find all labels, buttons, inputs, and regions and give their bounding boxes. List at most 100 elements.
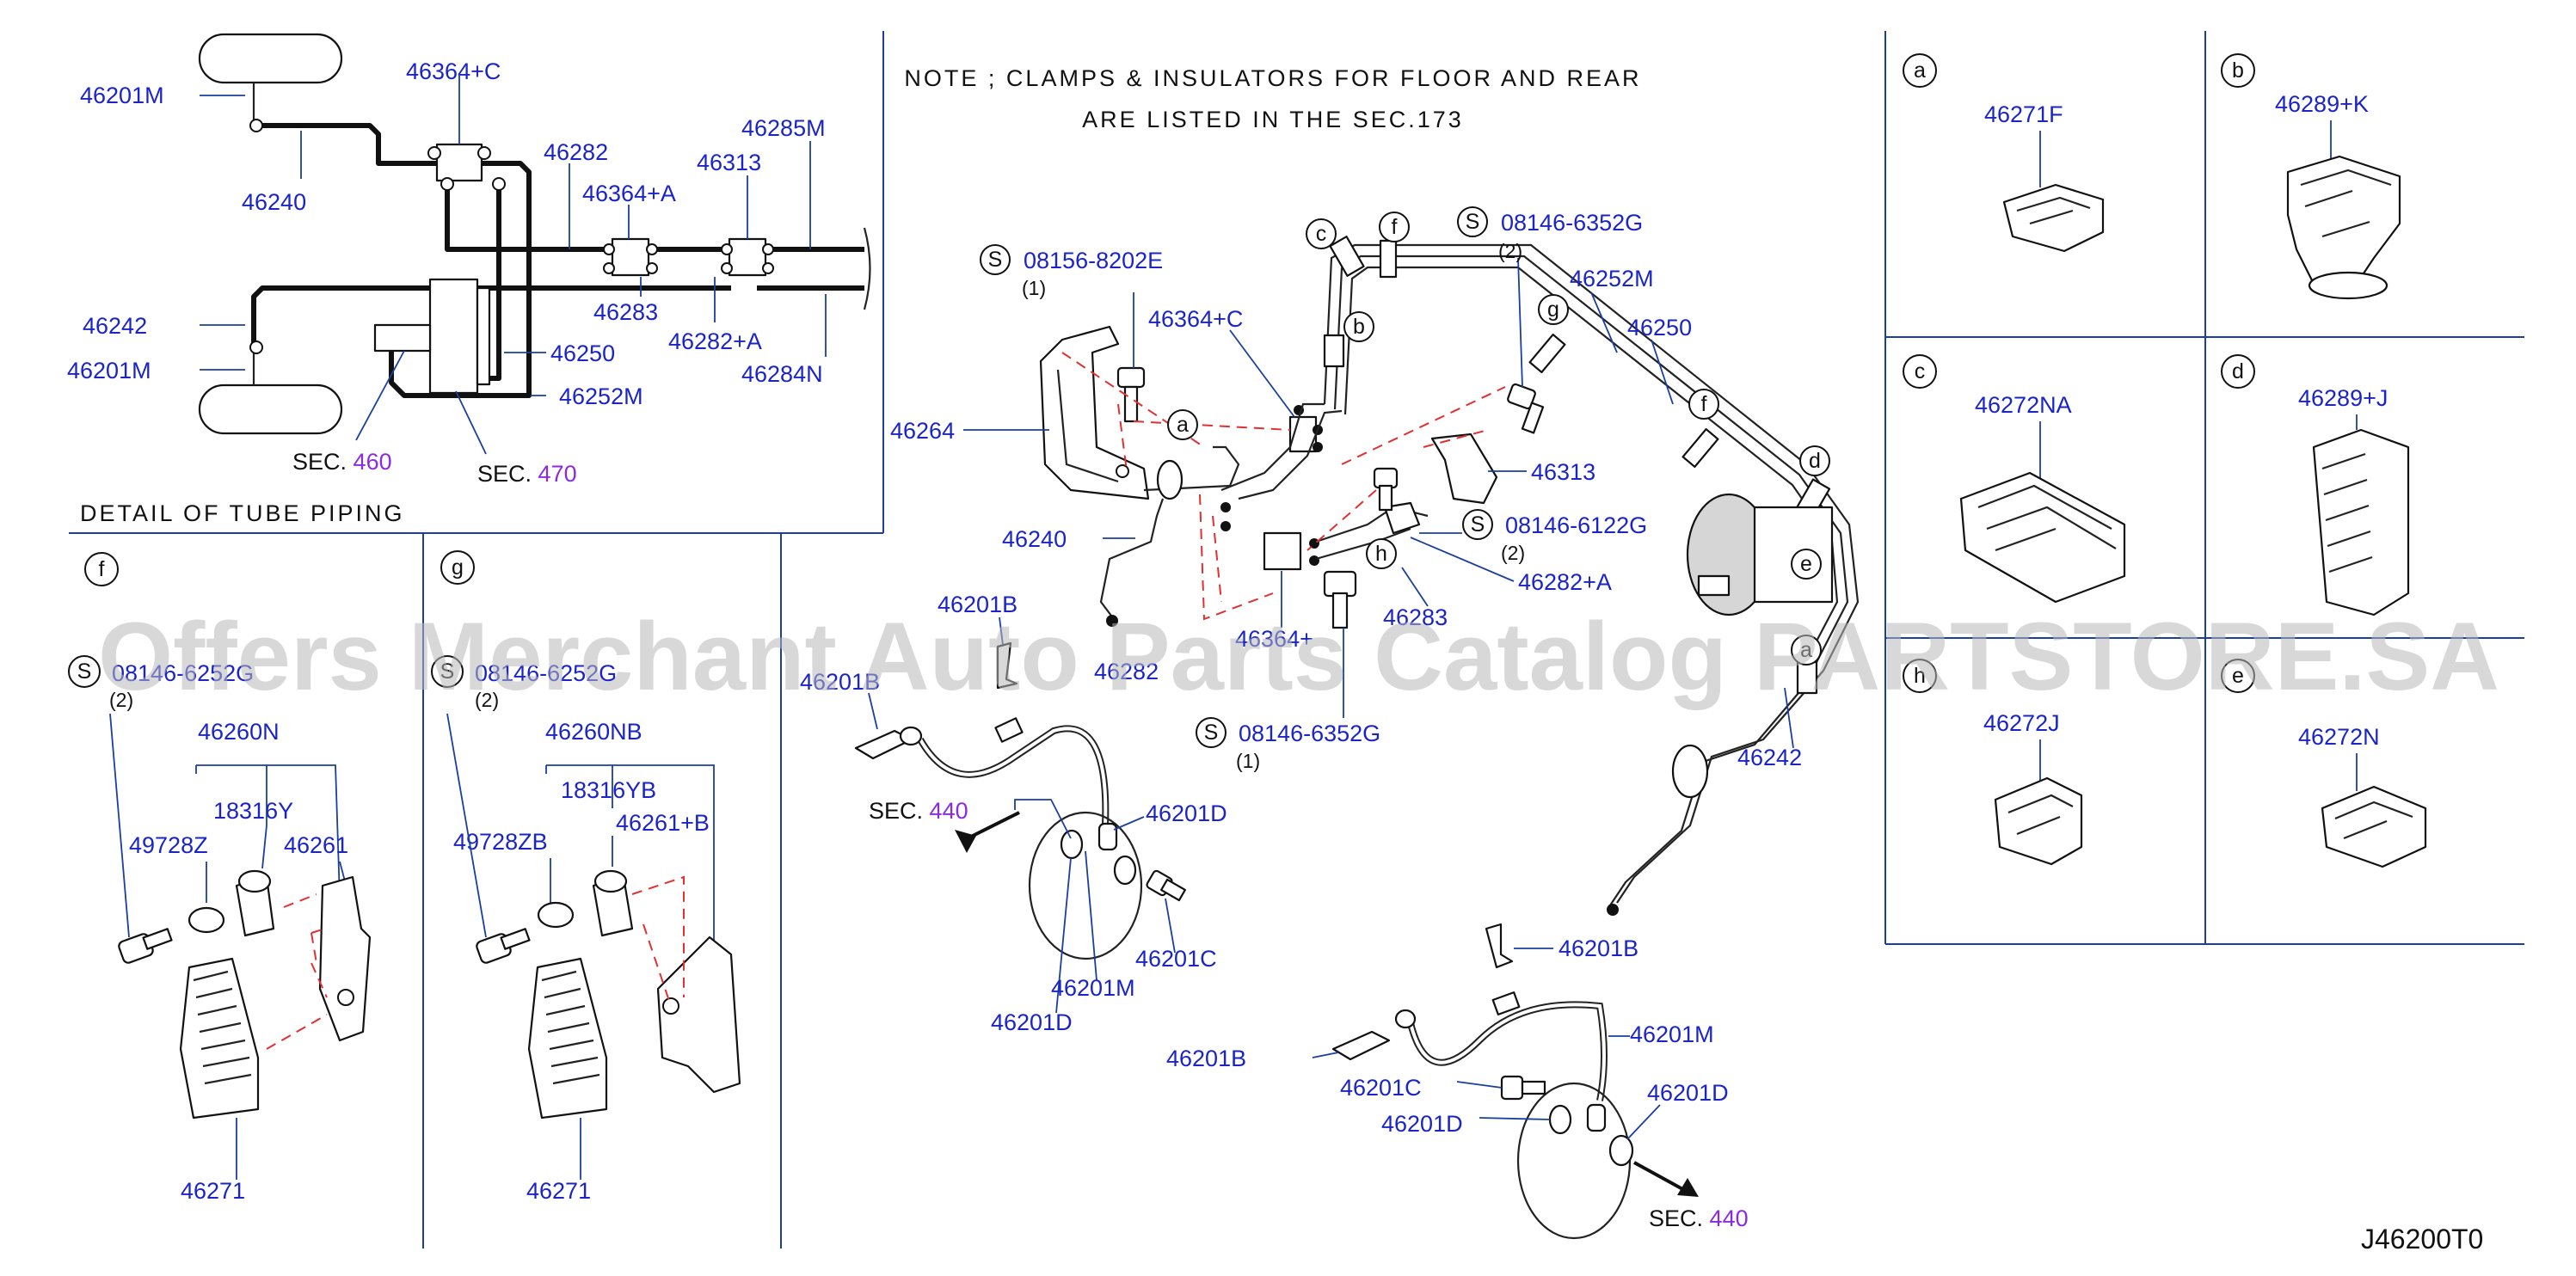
qty-6122: (2) xyxy=(1501,542,1525,564)
washer-46201D-4 xyxy=(1608,1134,1634,1167)
bolt-6122 xyxy=(1373,467,1399,512)
label-46282A: 46282+A xyxy=(668,328,762,354)
clamp-46271-g xyxy=(527,957,608,1120)
callout-b: b xyxy=(1343,311,1374,342)
label-46242: 46242 xyxy=(83,313,147,339)
hose-nut-front xyxy=(994,717,1024,743)
label-46283: 46283 xyxy=(593,299,658,325)
label-46242-main: 46242 xyxy=(1737,745,1802,770)
clip-46201B-3 xyxy=(1485,923,1514,969)
label-46201D-rear-a: 46201D xyxy=(1381,1111,1463,1137)
label-46313: 46313 xyxy=(697,150,761,175)
callout-s-08156: S xyxy=(980,244,1011,275)
label-46364C-main: 46364+C xyxy=(1148,306,1243,332)
sec-prefix: SEC. xyxy=(292,449,347,475)
callout-d: d xyxy=(1799,445,1830,476)
label-46313-main: 46313 xyxy=(1531,459,1595,485)
svg-text:c: c xyxy=(1316,222,1327,246)
note-line-2: ARE LISTED IN THE SEC.173 xyxy=(1082,107,1464,132)
clip-46289J-shape xyxy=(2312,428,2410,617)
svg-text:g: g xyxy=(452,555,464,580)
label-sec-440-front: SEC. 440 xyxy=(869,798,968,824)
clip-panel-h: h 46272J xyxy=(1903,659,2083,866)
svg-text:a: a xyxy=(1800,638,1812,662)
clip-panel-e: e 46272N xyxy=(2221,659,2427,868)
label-46271-g: 46271 xyxy=(526,1178,591,1204)
label-46271-f: 46271 xyxy=(181,1178,245,1204)
bolt-g xyxy=(476,928,531,964)
clip-panel-b: b 46289+K xyxy=(2221,53,2401,300)
clip-46240 xyxy=(1156,459,1183,500)
label-46272J: 46272J xyxy=(1983,710,2060,736)
junction-block-mid xyxy=(611,237,650,277)
label-46282: 46282 xyxy=(544,139,608,165)
label-sec-460: SEC. 460 xyxy=(292,449,392,475)
callout-f-1: f xyxy=(1379,212,1410,242)
label-46272N: 46272N xyxy=(2298,724,2380,750)
svg-text:b: b xyxy=(1353,315,1365,339)
banjo-front xyxy=(1097,822,1118,851)
label-46364A: 46364+A xyxy=(582,181,676,206)
svg-text:S: S xyxy=(1471,512,1485,537)
label-46285M: 46285M xyxy=(741,115,826,141)
bolt-08156 xyxy=(1116,366,1146,423)
drawing-code: J46200T0 xyxy=(2361,1224,2483,1255)
label-18316Y: 18316Y xyxy=(213,798,293,824)
hose-washer-circle-front xyxy=(1028,811,1143,960)
clip-panel-c: c 46272NA xyxy=(1903,354,2126,604)
callout-a-2: a xyxy=(1791,635,1822,666)
label-46264: 46264 xyxy=(890,418,955,444)
label-46201B-rear-top: 46201B xyxy=(1559,936,1638,961)
label-46201C-front: 46201C xyxy=(1135,946,1217,972)
label-46289K: 46289+K xyxy=(2275,91,2369,117)
clamp-g xyxy=(1528,334,1566,373)
clip-panels: a 46271F b 46289+K c 46272NA d 46289+J xyxy=(1903,53,2427,868)
bracket-46261 xyxy=(318,875,372,1042)
main-assembly: a c f b g f d e h a S S S S 08156-8202E … xyxy=(890,206,1860,916)
svg-text:e: e xyxy=(2232,664,2244,688)
label-46283-main: 46283 xyxy=(1383,604,1448,630)
clip-46272J-shape xyxy=(1994,776,2083,866)
clip-46201B-4 xyxy=(1331,1030,1391,1061)
actuator-valve xyxy=(373,323,432,353)
label-sec-470: SEC. 470 xyxy=(477,461,577,487)
sec-440: 440 xyxy=(1710,1205,1749,1231)
svg-text:h: h xyxy=(1375,542,1387,566)
clip-46289K-shape xyxy=(2286,155,2401,285)
label-08146-6352G-top: 08146-6352G xyxy=(1501,210,1643,236)
label-46201C-rear: 46201C xyxy=(1340,1075,1422,1101)
qty-6352-bot: (1) xyxy=(1236,750,1260,772)
label-46201B-front-left: 46201B xyxy=(800,669,880,695)
label-08146-6122G: 08146-6122G xyxy=(1505,512,1647,538)
clamp-f-2 xyxy=(1681,428,1719,468)
sec-prefix: SEC. xyxy=(869,798,923,824)
clip-46201B-1 xyxy=(996,641,1018,690)
svg-text:f: f xyxy=(1701,392,1707,416)
qty-bolt-g: (2) xyxy=(475,689,499,711)
label-46364C: 46364+C xyxy=(406,58,501,84)
sec-prefix: SEC. xyxy=(1649,1205,1703,1231)
svg-text:a: a xyxy=(1177,413,1189,437)
label-46201B-front-top: 46201B xyxy=(938,592,1017,617)
label-46201M-rear: 46201M xyxy=(1630,1021,1714,1047)
qty-bolt-f: (2) xyxy=(109,689,133,711)
callout-a-1: a xyxy=(1167,409,1198,440)
label-sec-440-rear: SEC. 440 xyxy=(1649,1205,1749,1231)
label-46201M-front: 46201M xyxy=(1051,975,1135,1001)
callout-s-6352-top: S xyxy=(1457,206,1488,237)
label-46261B: 46261+B xyxy=(616,810,710,836)
washer-49728Z xyxy=(188,906,225,934)
svg-text:g: g xyxy=(1547,298,1559,322)
label-46284N: 46284N xyxy=(741,361,823,387)
callout-h: h xyxy=(1366,538,1397,569)
banjo-rear xyxy=(1586,1103,1607,1132)
svg-text:f: f xyxy=(99,557,105,581)
rear-wheel-shape xyxy=(198,383,343,435)
svg-text:S: S xyxy=(1466,210,1480,234)
actuator-body xyxy=(428,278,479,395)
bolt-6352-bottom xyxy=(1323,570,1357,629)
bracket-46282A xyxy=(1383,501,1421,535)
clip-panel-a: a 46271F xyxy=(1903,53,2105,253)
qty-6352-top: (2) xyxy=(1498,240,1522,262)
